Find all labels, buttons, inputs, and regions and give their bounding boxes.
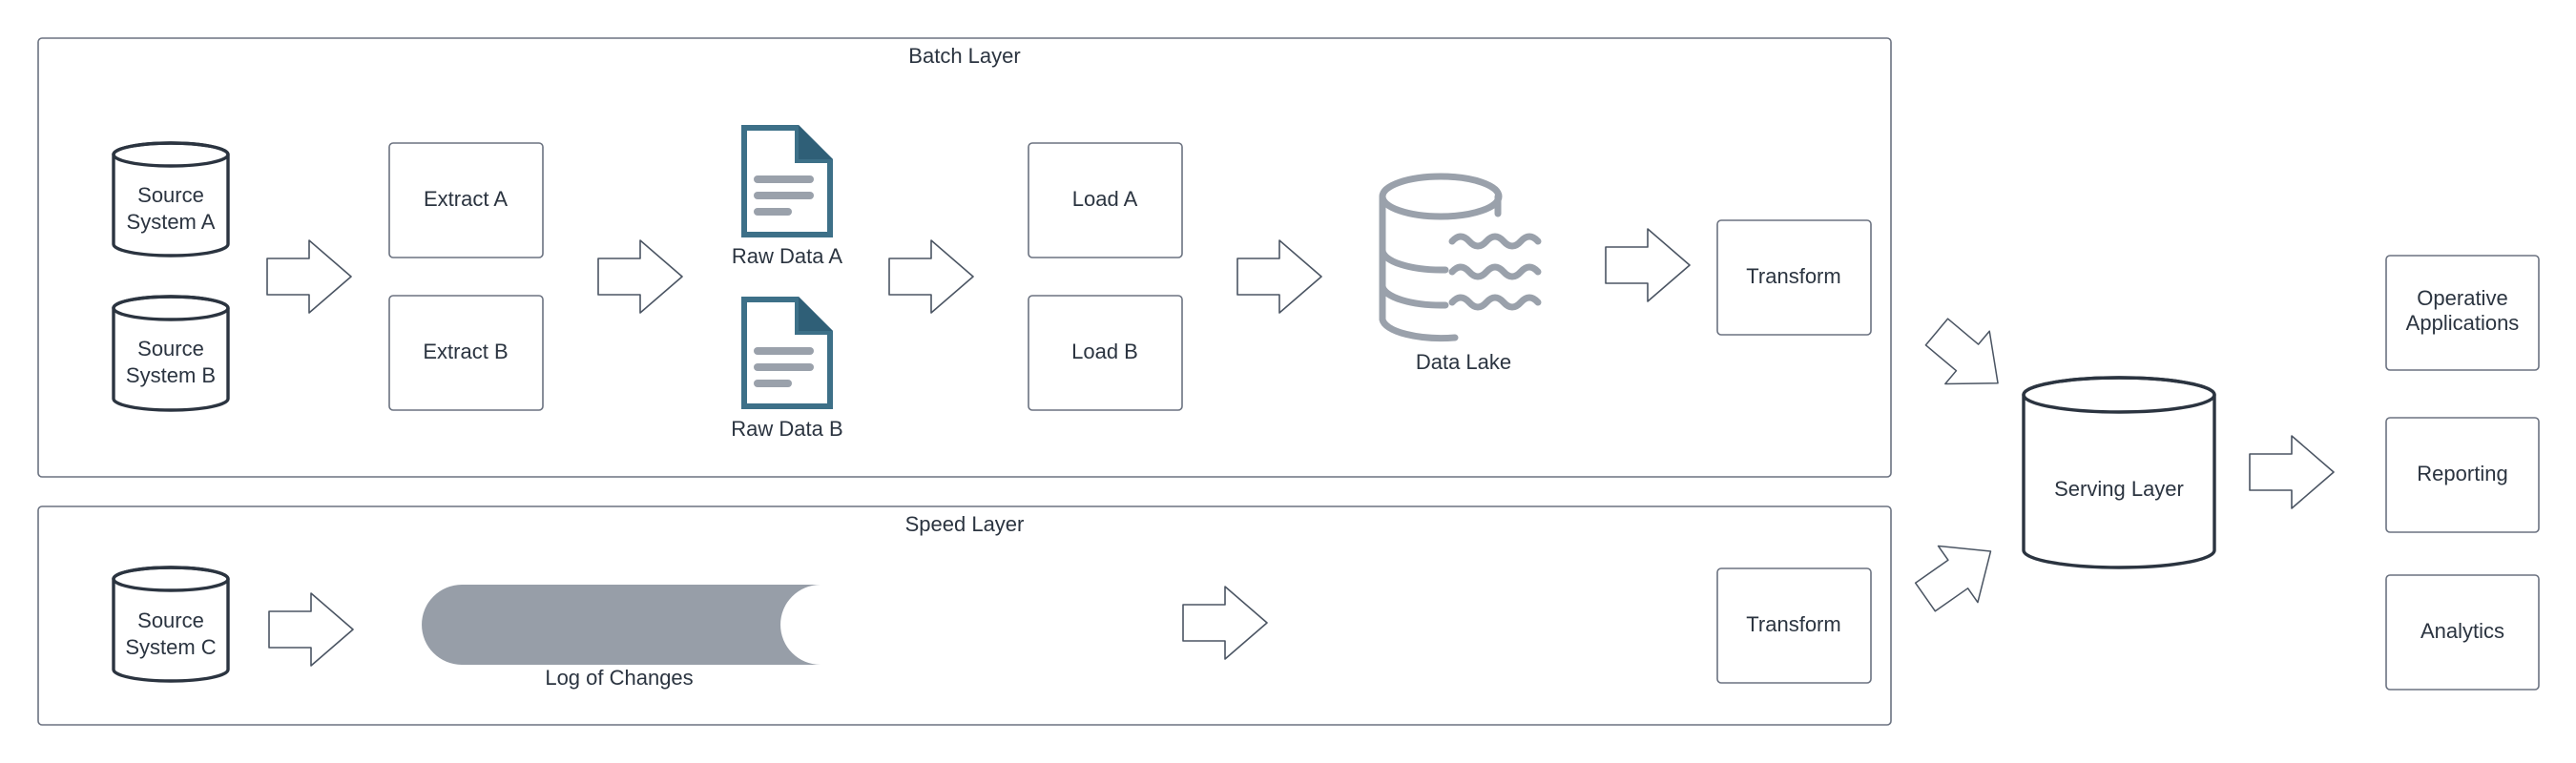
- reporting-box: [2385, 417, 2540, 533]
- load-b-box: [1028, 295, 1183, 411]
- raw-data-a: Raw Data A: [732, 125, 842, 268]
- log-of-changes: Log of Changes: [422, 585, 821, 690]
- database-waves-icon: [1379, 173, 1542, 342]
- pipe-icon: [422, 585, 821, 665]
- source-system-c: Source System C: [112, 566, 230, 683]
- source-system-b-label-2: System B: [126, 363, 216, 387]
- raw-data-a-label: Raw Data A: [732, 244, 842, 268]
- extract-a-label: Extract A: [424, 187, 508, 211]
- source-system-b-label-1: Source: [137, 337, 204, 361]
- batch-transform-box: [1716, 219, 1872, 336]
- source-system-b: Source System B: [112, 295, 230, 412]
- operative-applications-box: [2385, 255, 2540, 371]
- speed-layer-title: Speed Layer: [905, 512, 1025, 536]
- source-system-a-label-1: Source: [137, 183, 204, 207]
- source-system-c-label-1: Source: [137, 608, 204, 632]
- outputs: Operative Applications Reporting Analyti…: [2385, 255, 2540, 691]
- arrow-up-right-icon: [1904, 522, 2011, 627]
- batch-layer: Batch Layer Source System A Source Syste…: [37, 37, 1892, 478]
- source-system-a-label-2: System A: [127, 210, 216, 234]
- extract-b-label: Extract B: [423, 340, 508, 363]
- source-system-c-label-2: System C: [125, 635, 216, 659]
- batch-layer-title: Batch Layer: [908, 44, 1020, 68]
- serving-layer: Serving Layer: [2022, 376, 2216, 569]
- speed-transform-label: Transform: [1746, 612, 1840, 636]
- extract-a-box: [388, 142, 544, 258]
- raw-data-b: Raw Data B: [731, 297, 843, 441]
- load-a-label: Load A: [1072, 187, 1138, 211]
- extract-b-box: [388, 295, 544, 411]
- load-b-label: Load B: [1071, 340, 1138, 363]
- analytics-label: Analytics: [2420, 619, 2504, 643]
- source-system-a: Source System A: [112, 141, 230, 258]
- operative-applications-label-2: Applications: [2406, 311, 2520, 335]
- batch-transform-label: Transform: [1746, 264, 1840, 288]
- document-icon: [741, 125, 833, 237]
- document-icon: [741, 297, 833, 409]
- arrow-right-icon: [2249, 435, 2335, 509]
- data-lake-label: Data Lake: [1416, 350, 1511, 374]
- log-of-changes-label: Log of Changes: [545, 666, 693, 690]
- operative-applications-label-1: Operative: [2417, 286, 2507, 310]
- arrow-down-right-icon: [1914, 304, 2022, 411]
- serving-layer-label: Serving Layer: [2054, 477, 2184, 501]
- data-lake: Data Lake: [1379, 173, 1542, 374]
- raw-data-b-label: Raw Data B: [731, 417, 842, 441]
- speed-layer: Speed Layer Source System C Log of Chang…: [37, 505, 1892, 726]
- speed-layer-frame: [37, 505, 1892, 726]
- load-a-box: [1028, 142, 1183, 258]
- speed-transform-box: [1716, 567, 1872, 684]
- reporting-label: Reporting: [2417, 462, 2507, 485]
- analytics-box: [2385, 574, 2540, 691]
